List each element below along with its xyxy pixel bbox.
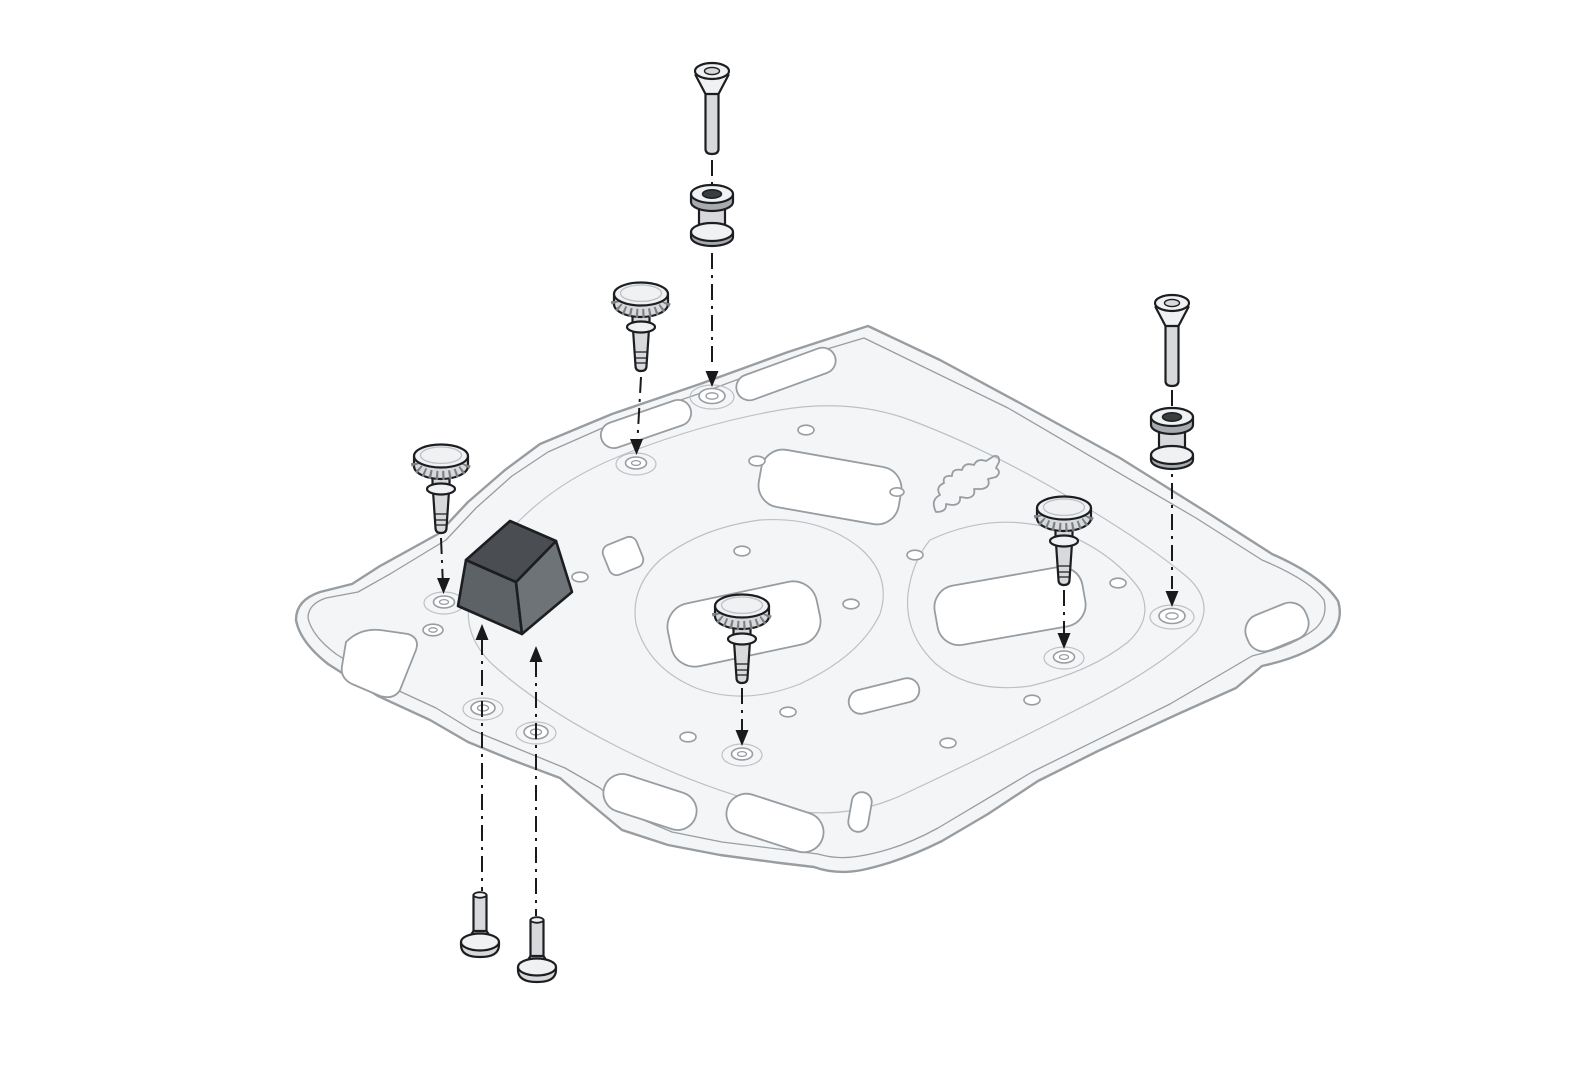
- countersunk-screw-2: [1153, 293, 1191, 388]
- plate-hole: [842, 598, 860, 610]
- plate-inner-contour: [307, 337, 1326, 859]
- cutout: [933, 566, 1087, 646]
- plate-hole: [906, 549, 924, 561]
- plate-plateau-contour: [467, 405, 1205, 814]
- mounting-hole: [624, 456, 648, 470]
- cutout: [757, 448, 903, 526]
- plate-holes: [422, 424, 1127, 749]
- countersunk-screw-1: [693, 61, 731, 156]
- handle-slot: [599, 399, 693, 449]
- plate-hole: [797, 424, 815, 436]
- plate-hole: [748, 455, 766, 467]
- cutout: [847, 791, 873, 833]
- plate-hole: [428, 627, 438, 633]
- plate-plateau-contour: [634, 518, 884, 697]
- distance-spacer-2: [1149, 406, 1195, 471]
- mounting-hole: [1052, 650, 1076, 664]
- plate-hole: [779, 706, 797, 718]
- plate-cutouts: [340, 346, 1310, 854]
- plate-hole: [679, 731, 697, 743]
- thumb-screw-1: [614, 283, 668, 372]
- handle-slot: [735, 346, 837, 402]
- handle-slot: [1244, 601, 1310, 653]
- horse-logo: [932, 454, 1001, 513]
- button-head-screw-1: [459, 891, 501, 959]
- cutout: [847, 677, 921, 715]
- plate-hole: [889, 486, 905, 497]
- rubber-damper: [456, 519, 574, 636]
- handle-slot: [340, 628, 418, 699]
- plate-hole: [571, 571, 589, 583]
- hardware: [414, 61, 1195, 984]
- handle-slot: [725, 792, 825, 854]
- cutout: [601, 535, 645, 577]
- mounting-hole: [730, 747, 754, 761]
- plate-outline: [294, 324, 1341, 874]
- mounting-hole: [432, 595, 456, 609]
- assembly-centerline: [636, 376, 642, 449]
- rack-plate: [294, 324, 1341, 874]
- mounting-hole: [1158, 607, 1186, 625]
- handle-slot: [602, 773, 698, 831]
- plate-hole: [939, 737, 957, 749]
- plate-hole: [1023, 694, 1041, 706]
- plate-hole: [1109, 577, 1127, 589]
- mounting-hole: [698, 387, 726, 405]
- distance-spacer-1: [689, 183, 735, 248]
- button-head-screw-2: [516, 916, 558, 984]
- plate-hole: [733, 545, 751, 557]
